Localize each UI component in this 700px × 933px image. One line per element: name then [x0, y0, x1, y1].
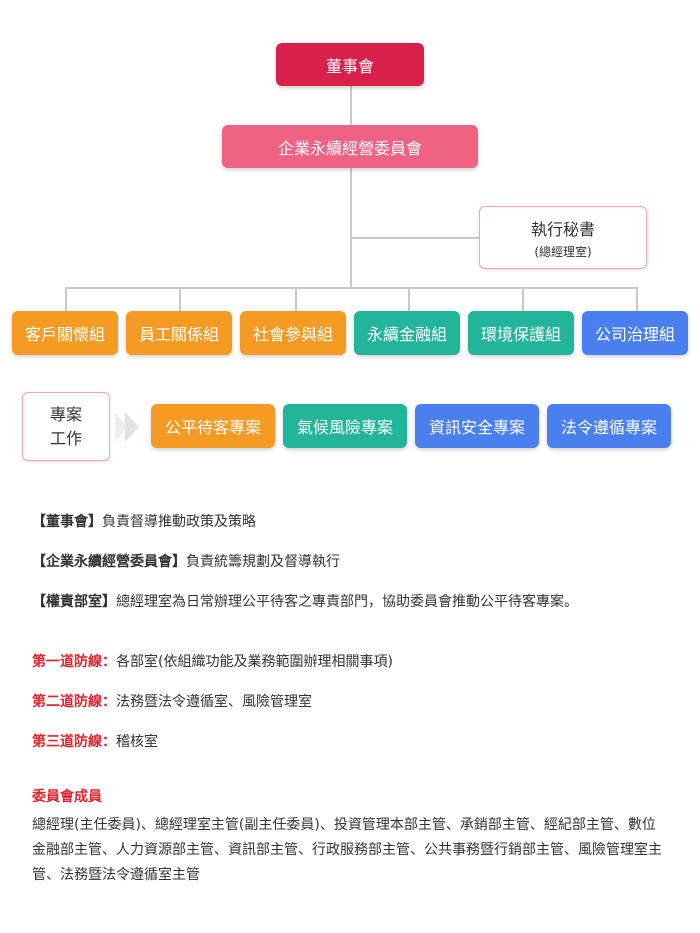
connector-group-5 [522, 287, 524, 311]
projects-label-line1: 專案 [49, 404, 82, 424]
defense-line-1-key: 第一道防線： [32, 654, 116, 670]
note-committee: 【企業永續經營委員會】負責統籌規劃及督導執行 [32, 551, 340, 571]
connector-board-committee [350, 86, 352, 126]
group-box-finance: 永續金融組 [354, 311, 460, 355]
note-department: 【權責部室】總經理室為日常辦理公平待客之專責部門，協助委員會推動公平待客專案。 [32, 591, 578, 611]
group-box-employee: 員工關係組 [126, 311, 232, 355]
project-box-climate: 氣候風險專案 [283, 404, 407, 448]
group-box-environment: 環境保護組 [468, 311, 574, 355]
defense-line-2-key: 第二道防線： [32, 694, 116, 710]
group-label: 客戶關懷組 [24, 325, 105, 344]
group-label: 永續金融組 [366, 325, 447, 344]
connector-secretary [350, 237, 480, 239]
project-label: 公平待客專案 [164, 418, 261, 437]
defense-line-3: 第三道防線：稽核室 [32, 731, 158, 751]
note-board-key: 【董事會】 [32, 514, 102, 530]
connector-group-6 [636, 287, 638, 311]
connector-group-3 [295, 287, 297, 311]
project-box-fair: 公平待客專案 [151, 404, 275, 448]
connector-group-4 [408, 287, 410, 311]
note-department-text: 總經理室為日常辦理公平待客之專責部門，協助委員會推動公平待客專案。 [116, 594, 578, 610]
note-committee-key: 【企業永續經營委員會】 [32, 554, 186, 570]
project-box-compliance: 法令遵循專案 [547, 404, 671, 448]
secretary-title: 執行秘書 [530, 219, 595, 239]
group-box-customer: 客戶關懷組 [12, 311, 118, 355]
board-label: 董事會 [325, 56, 374, 76]
project-label: 氣候風險專案 [296, 418, 393, 437]
connector-committee-branch [350, 168, 352, 288]
defense-line-2-text: 法務暨法令遵循室、風險管理室 [116, 694, 312, 710]
note-board-text: 負責督導推動政策及策略 [102, 514, 256, 530]
committee-label: 企業永續經營委員會 [277, 138, 422, 158]
project-label: 法令遵循專案 [560, 418, 657, 437]
members-text: 總經理(主任委員)、總經理室主管(副主任委員)、投資管理本部主管、承銷部主管、經… [32, 817, 662, 883]
group-label: 環境保護組 [480, 325, 561, 344]
secretary-box: 執行秘書 (總經理室) [479, 206, 647, 269]
defense-line-3-key: 第三道防線： [32, 734, 116, 750]
defense-line-1: 第一道防線：各部室(依組織功能及業務範圍辦理相關事項) [32, 651, 393, 671]
group-label: 員工關係組 [138, 325, 219, 344]
connector-groups-horizontal [65, 287, 638, 289]
note-board: 【董事會】負責督導推動政策及策略 [32, 511, 256, 531]
group-label: 社會參與組 [252, 325, 333, 344]
connector-group-1 [65, 287, 67, 311]
board-box: 董事會 [276, 43, 424, 86]
group-label: 公司治理組 [594, 325, 675, 344]
note-department-key: 【權責部室】 [32, 594, 116, 610]
projects-label-line2: 工作 [49, 428, 82, 448]
projects-label-box: 專案 工作 [22, 392, 110, 461]
committee-box: 企業永續經營委員會 [222, 125, 478, 168]
project-box-infosec: 資訊安全專案 [415, 404, 539, 448]
defense-line-3-text: 稽核室 [116, 734, 158, 750]
group-box-governance: 公司治理組 [582, 311, 688, 355]
double-arrow-icon [115, 412, 139, 442]
connector-group-2 [179, 287, 181, 311]
members-title: 委員會成員 [32, 789, 102, 805]
project-label: 資訊安全專案 [428, 418, 525, 437]
defense-line-1-text: 各部室(依組織功能及業務範圍辦理相關事項) [116, 654, 393, 670]
group-box-society: 社會參與組 [240, 311, 346, 355]
defense-line-2: 第二道防線：法務暨法令遵循室、風險管理室 [32, 691, 312, 711]
secretary-subtitle: (總經理室) [534, 244, 592, 259]
note-committee-text: 負責統籌規劃及督導執行 [186, 554, 340, 570]
